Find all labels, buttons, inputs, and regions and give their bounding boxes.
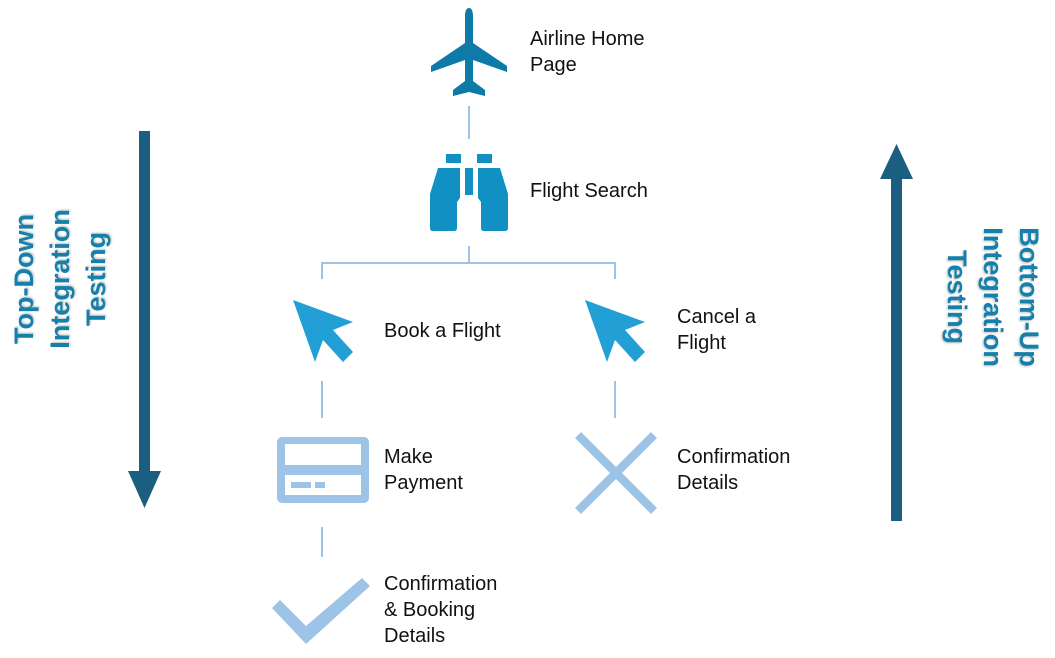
connector [468,106,470,139]
label-line: Details [384,625,446,647]
connector [614,381,616,418]
label-line: Bottom-Up [1014,227,1044,367]
label-line: Top-Down [9,214,39,344]
label-line: & Booking [384,599,476,621]
cursor-icon [585,300,645,362]
label-line: Cancel a [677,306,756,328]
connector [321,262,616,264]
connector [321,381,323,418]
label-line: Payment [384,472,463,494]
airplane-icon [431,8,507,96]
label-line: Testing [81,232,111,326]
node-label-payment: Make Payment [384,444,463,496]
connector [321,527,323,557]
label-line: Integration [45,209,75,349]
bottom-up-label: Bottom-Up Integration Testing [939,147,1047,447]
node-label-search: Flight Search [530,180,648,202]
cursor-icon [293,300,353,362]
checkmark-icon [272,578,370,644]
label-line: Confirmation [384,573,498,595]
down-arrow-icon [128,131,161,508]
node-label-booking-confirmation: Confirmation & Booking Details [384,571,497,649]
node-label-cancel-confirmation: Confirmation Details [677,444,790,496]
connector [321,262,323,279]
label-line: Flight [677,332,726,354]
x-icon [575,432,657,514]
node-label-cancel: Cancel a Flight [677,304,756,356]
node-label-book: Book a Flight [384,320,501,342]
top-down-label: Top-Down Integration Testing [6,129,114,429]
label-line: Details [677,472,739,494]
label-line: Testing [942,250,972,344]
label-line: Page [530,54,577,76]
label-line: Make [384,446,433,468]
label-line: Confirmation [677,446,791,468]
connector [468,246,470,262]
node-label-home: Airline Home Page [530,26,644,78]
label-line: Integration [978,227,1008,367]
connector [614,262,616,279]
binoculars-icon [430,154,508,231]
credit-card-icon [277,437,369,503]
label-line: Airline Home [530,28,645,50]
up-arrow-icon [880,144,913,521]
